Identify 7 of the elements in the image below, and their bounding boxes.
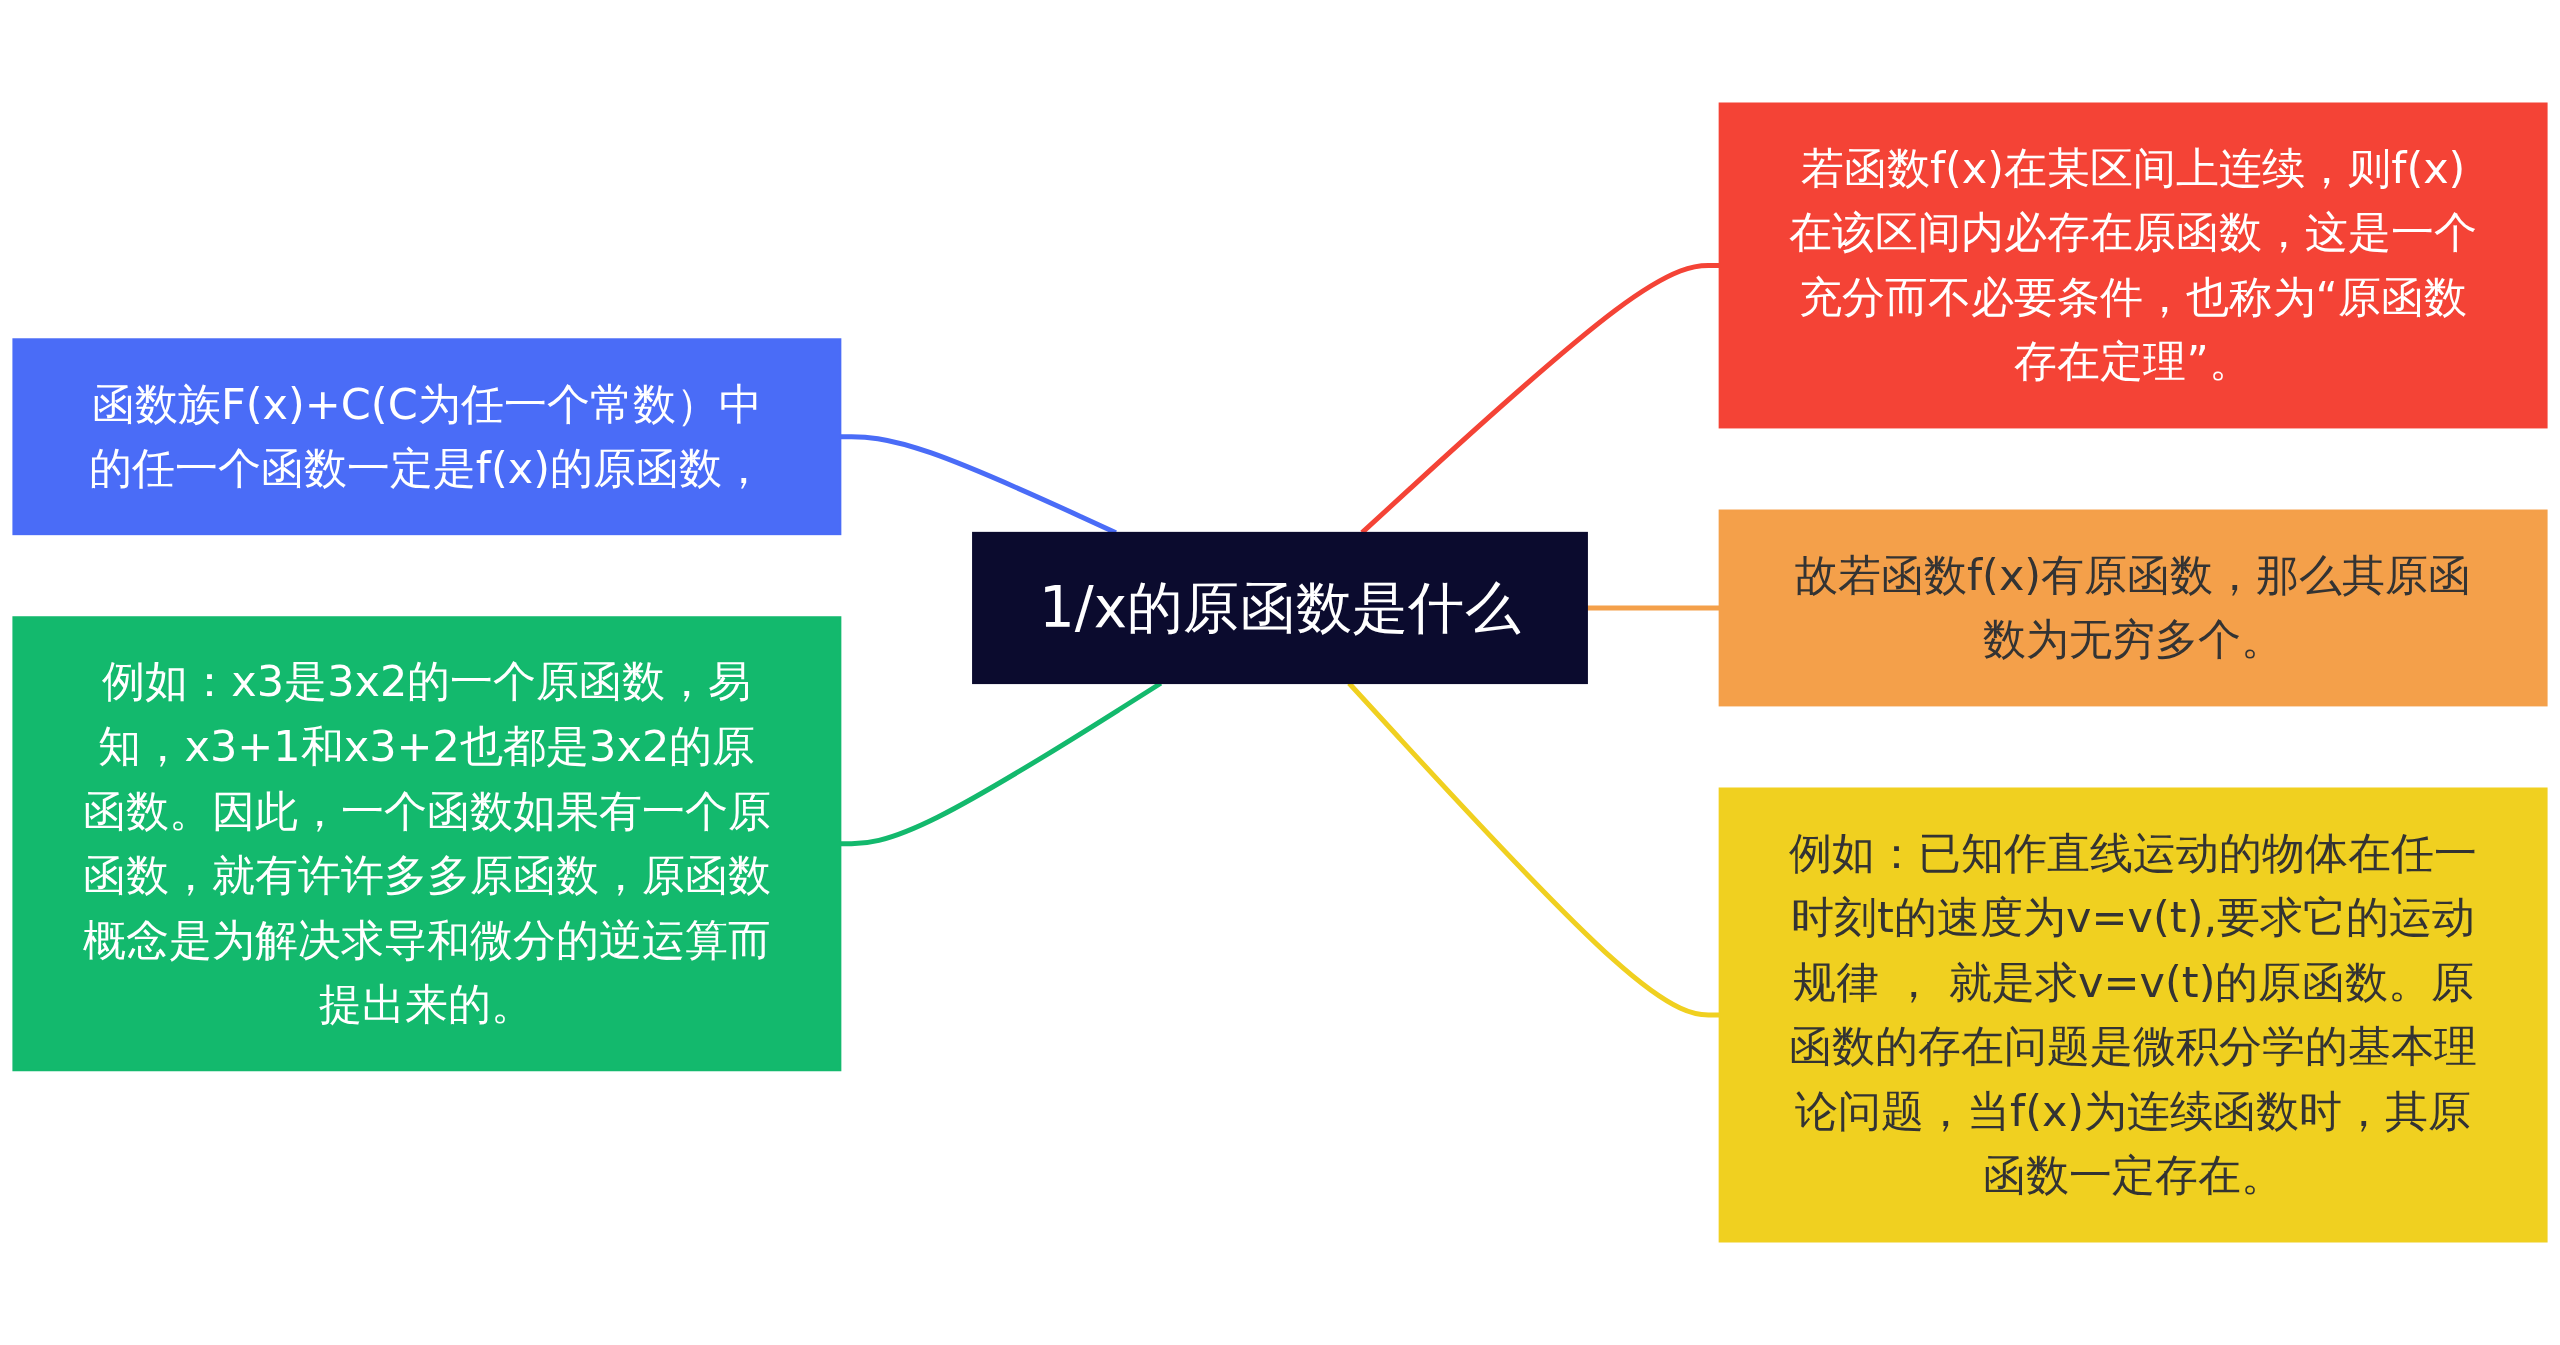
node-box: 例如：x3是3x2的一个原函数，易知，x3+1和x3+2也都是3x2的原函数。因此，一个函数如果有一个原函数，就有许许多多原函数，原函数概念是为解决求导和微分的逆运算而提出来的。 [12,616,842,1072]
connector [1587,605,1720,611]
node-box: 故若函数f(x)有原函数，那么其原函数为无穷多个。 [1718,509,2548,707]
node-box: 1/x的原函数是什么 [972,531,1588,685]
node-box: 函数族F(x)+C(C为任一个常数）中的任一个函数一定是f(x)的原函数， [12,338,842,536]
node-box: 若函数f(x)在某区间上连续，则f(x)在该区间内必存在原函数，这是一个充分而不必要条件，也称为“原函数存在定理”。 [1718,102,2548,429]
node-box: 例如：已知作直线运动的物体在任一时刻t的速度为v=v(t),要求它的运动规律 ， 就是求v=v(t)的原函数。原函数的存在问题是微积分学的基本理论问题，当f(x)为连续函数时，其原函数一定存在。 [1718,787,2548,1243]
